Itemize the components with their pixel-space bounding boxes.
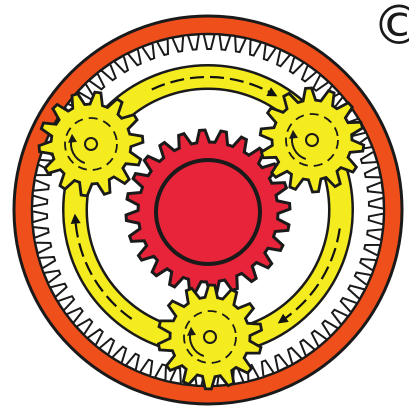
planet-pin	[306, 134, 318, 146]
planet-pin	[204, 331, 216, 343]
planet-pin	[85, 138, 97, 150]
sun-gear-hub	[156, 160, 260, 264]
copyright-mark: ©	[372, 0, 409, 57]
